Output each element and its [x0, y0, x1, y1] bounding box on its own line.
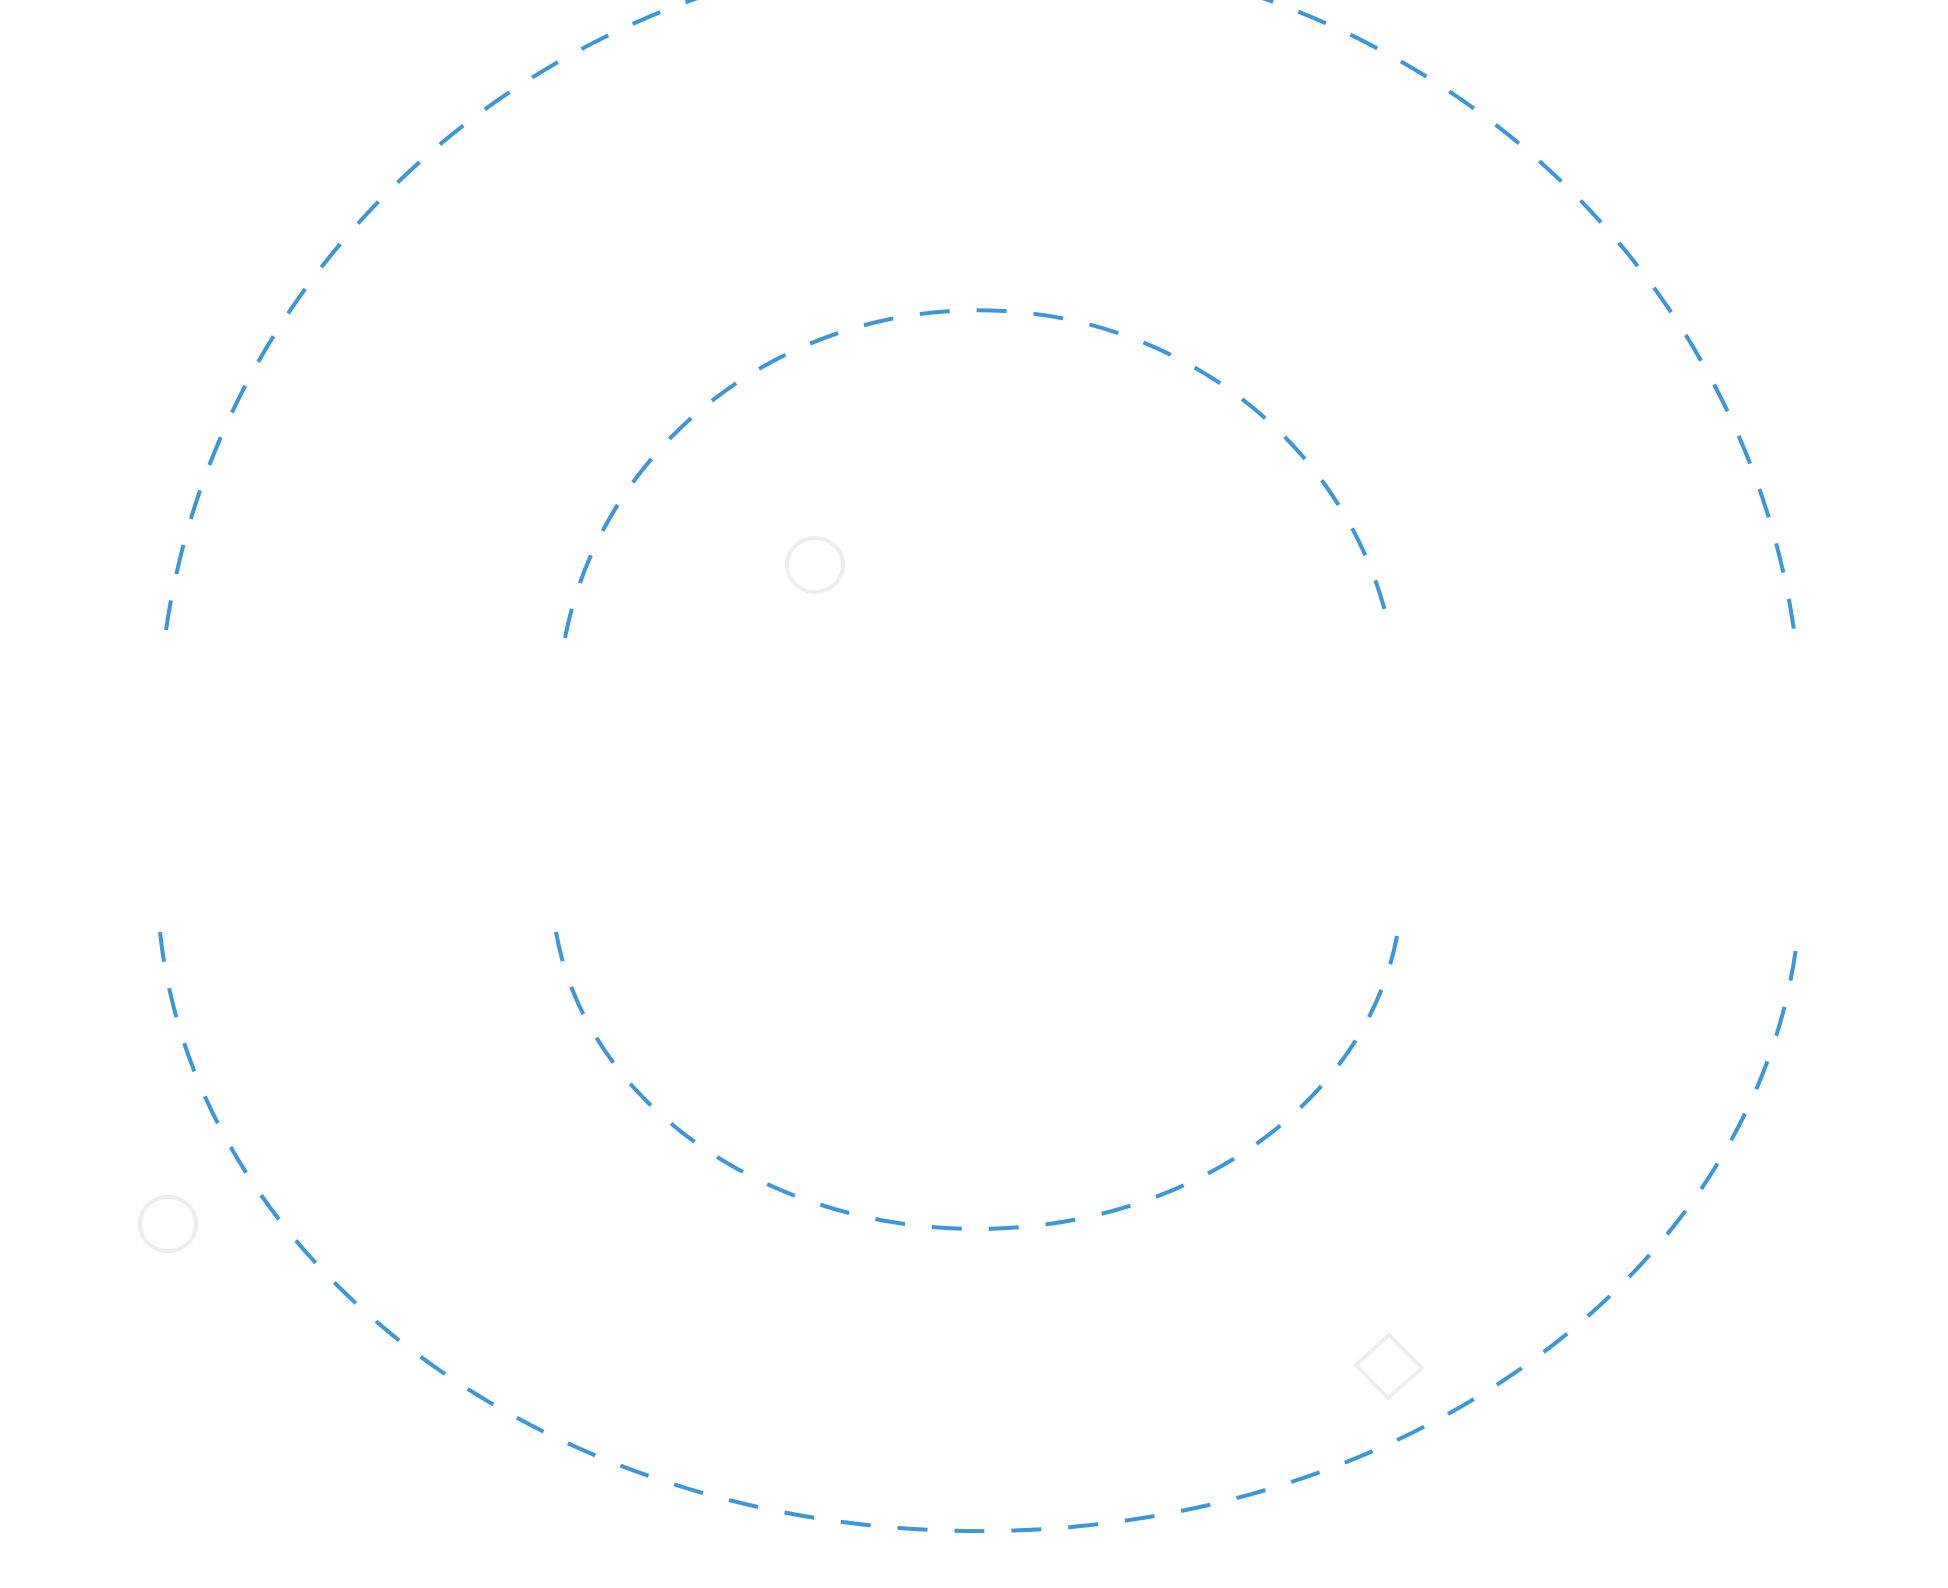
circle-outline-icon — [785, 536, 845, 594]
diamond-outline-icon — [1353, 1332, 1425, 1401]
outer-ring-bottom-arc — [158, 931, 1800, 1534]
inner-ring-top-arc — [563, 308, 1392, 639]
circle-outline-icon — [138, 1195, 198, 1253]
outer-ring-top-arc — [164, 0, 1796, 631]
inner-ring-bottom-arc — [554, 931, 1399, 1231]
